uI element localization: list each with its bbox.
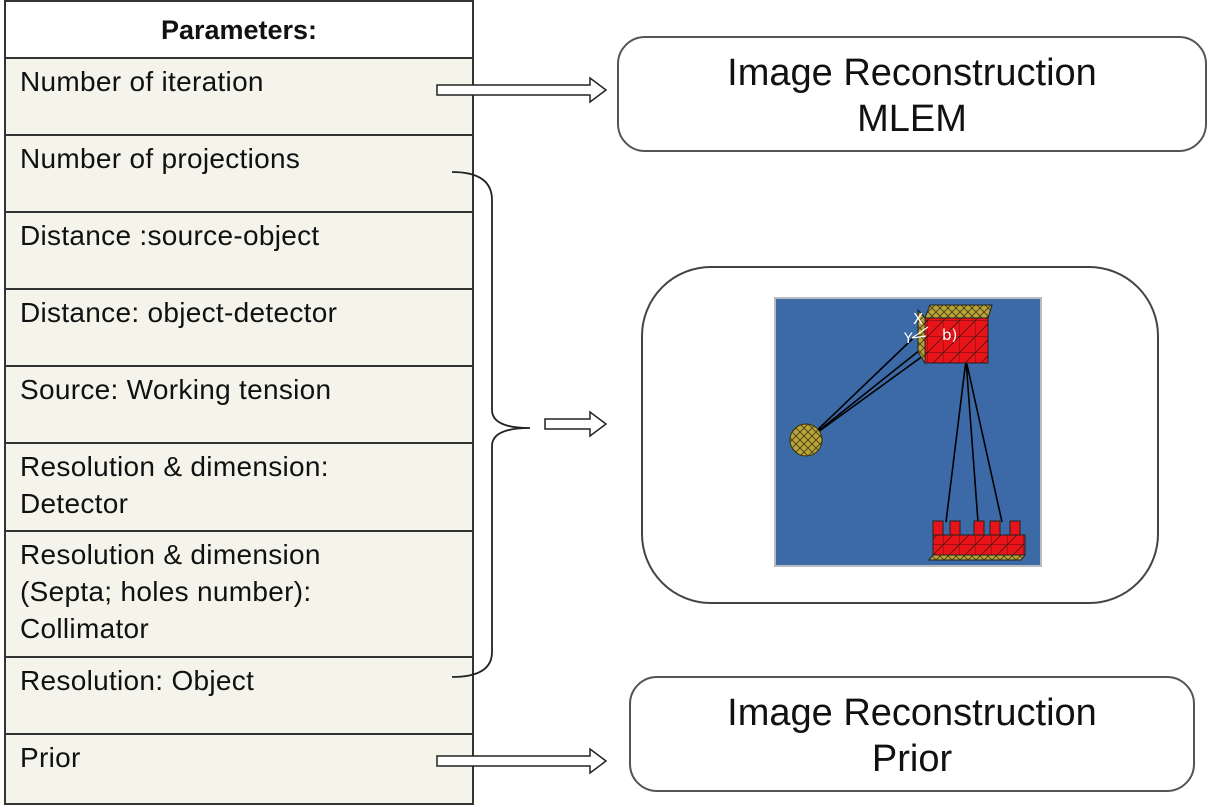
detector-collimator bbox=[927, 520, 1027, 561]
axis-x-label: X bbox=[913, 310, 923, 328]
simulation-render: X Y b) bbox=[774, 297, 1042, 567]
table-header-label: Parameters: bbox=[160, 15, 318, 45]
box-subtitle: MLEM bbox=[857, 98, 967, 140]
box-subtitle: Prior bbox=[871, 738, 953, 780]
row-label: Source: Working tension bbox=[20, 374, 332, 405]
box-title: Image Reconstruction bbox=[727, 692, 1097, 734]
row-label: Prior bbox=[20, 742, 81, 773]
arrow-to-prior bbox=[436, 747, 608, 775]
row-label: Distance: object-detector bbox=[20, 297, 338, 328]
table-header: Parameters: bbox=[6, 2, 472, 59]
arrow-to-simulation bbox=[544, 410, 608, 438]
row-label: Resolution & dimension: Detector bbox=[20, 451, 329, 519]
axis-y-label: Y bbox=[903, 331, 913, 347]
box-title: Image Reconstruction bbox=[727, 52, 1097, 94]
axis-z-label: b) bbox=[942, 326, 957, 344]
row-projections: Number of projections bbox=[6, 134, 472, 213]
row-distance-object-detector: Distance: object-detector bbox=[6, 288, 472, 367]
brace bbox=[451, 171, 531, 678]
mlem-reconstruction-box: Image Reconstruction MLEM bbox=[617, 36, 1207, 152]
prior-reconstruction-box: Image Reconstruction Prior bbox=[629, 676, 1195, 792]
row-object-resolution: Resolution: Object bbox=[6, 656, 472, 735]
row-label: Number of projections bbox=[20, 143, 301, 174]
row-label: Distance :source-object bbox=[20, 220, 320, 251]
row-iterations: Number of iteration bbox=[6, 57, 472, 136]
row-collimator: Resolution & dimension (Septa; holes num… bbox=[6, 530, 472, 658]
row-source-tension: Source: Working tension bbox=[6, 365, 472, 444]
row-label: Resolution & dimension (Septa; holes num… bbox=[20, 539, 321, 644]
row-detector: Resolution & dimension: Detector bbox=[6, 442, 472, 532]
source-sphere bbox=[789, 423, 823, 457]
arrow-to-mlem bbox=[436, 76, 608, 104]
projection-lines bbox=[806, 321, 1003, 523]
row-label: Resolution: Object bbox=[20, 665, 255, 696]
row-distance-source-object: Distance :source-object bbox=[6, 211, 472, 290]
row-prior: Prior bbox=[6, 733, 472, 807]
parameters-table: Parameters: Number of iteration Number o… bbox=[4, 0, 474, 805]
row-label: Number of iteration bbox=[20, 66, 264, 97]
